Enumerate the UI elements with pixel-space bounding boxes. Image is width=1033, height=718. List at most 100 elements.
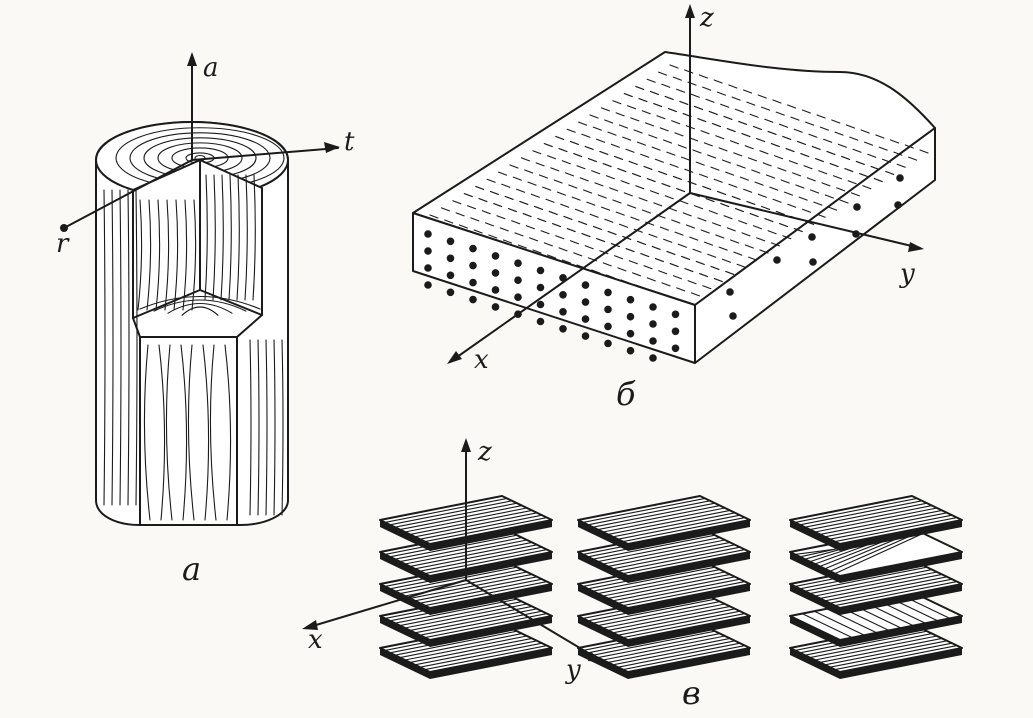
fiber-dash <box>458 224 468 229</box>
grain-line <box>173 199 179 311</box>
fiber-dash <box>669 64 679 69</box>
panel-b-caption: б <box>616 375 636 413</box>
ply-hatch <box>824 512 948 538</box>
ply-hatch <box>607 573 731 599</box>
fiber-end <box>469 244 477 253</box>
fiber-dash <box>767 130 777 135</box>
ply-hatch <box>617 642 741 668</box>
fiber-dash <box>756 237 766 242</box>
fiber-dash <box>770 242 780 247</box>
fiber-end <box>446 254 455 263</box>
fiber-dash <box>578 220 588 225</box>
fiber-dash <box>661 282 671 287</box>
fiber-dash <box>651 245 661 250</box>
grain-line <box>249 339 252 516</box>
notch-ring <box>139 295 261 310</box>
laminate-ply <box>789 591 963 647</box>
fiber-dash <box>759 249 769 254</box>
fiber-dash <box>530 193 540 198</box>
fiber-dash <box>749 113 759 118</box>
fiber-dash <box>881 158 891 163</box>
fiber-dash <box>594 182 604 187</box>
fiber-dash <box>700 229 710 234</box>
fiber-dash <box>821 182 831 187</box>
fiber-dash <box>850 192 860 197</box>
fiber-dash <box>801 208 811 213</box>
fiber-dash <box>511 220 521 225</box>
ply-hatch <box>409 637 533 663</box>
fiber-dash <box>747 157 758 162</box>
fiber-dash <box>708 110 718 115</box>
axis-label-x-c: x <box>308 625 323 655</box>
ply-hatch <box>384 497 508 523</box>
ply-hatch <box>612 576 736 602</box>
fiber-dash <box>641 110 651 115</box>
ply-edge <box>380 616 430 647</box>
grain-line <box>202 344 210 521</box>
fiber-dash <box>716 190 727 195</box>
ply-hatch <box>607 605 731 631</box>
fiber-dash <box>908 156 918 161</box>
ply-hatch <box>414 608 538 634</box>
ply-hatch <box>813 610 865 636</box>
fiber-dash <box>659 127 669 132</box>
fiber-dash <box>689 236 699 241</box>
fiber-dash <box>708 210 718 215</box>
ply-hatch <box>829 532 919 572</box>
ply-hatch <box>409 605 533 631</box>
fiber-dash <box>514 232 524 237</box>
ply-hatch <box>409 509 533 535</box>
ply-hatch <box>617 514 741 540</box>
fiber-dash <box>669 163 679 168</box>
fiber-dash <box>625 248 635 253</box>
grain-line <box>111 189 114 506</box>
axis-z-arrow-c <box>461 438 471 452</box>
ply-hatch <box>602 539 726 565</box>
ply-edge <box>628 616 750 647</box>
fiber-dash <box>533 205 544 210</box>
fiber-dash <box>783 191 794 196</box>
fiber-dash <box>728 183 738 188</box>
ply-edge <box>840 520 962 551</box>
fiber-dash <box>788 160 798 165</box>
ply-hatch <box>826 608 878 634</box>
fiber-dash <box>769 186 779 191</box>
grain-line <box>204 174 208 301</box>
ply-hatch <box>414 640 538 666</box>
fiber-end <box>424 281 432 289</box>
fiber-dash <box>600 206 611 211</box>
fiber-dash <box>666 151 676 156</box>
ply-hatch <box>597 537 721 563</box>
fiber-dash <box>816 114 826 119</box>
fiber-dash <box>548 210 558 215</box>
fiber-dash <box>684 168 694 173</box>
ply-edge <box>840 584 962 615</box>
ply-edge <box>628 520 750 551</box>
fiber-dash <box>713 178 723 183</box>
grain-line <box>165 344 173 521</box>
ply-hatch <box>617 546 741 572</box>
fiber-dash <box>738 220 748 225</box>
fiber-dash <box>633 129 643 134</box>
fiber-dash <box>787 203 797 208</box>
fiber-dash <box>641 209 651 214</box>
axis-y-arrow-c <box>588 652 604 662</box>
fiber-dash <box>568 184 578 189</box>
ply-hatch <box>617 578 741 604</box>
fiber-dash <box>542 186 552 191</box>
grain-line <box>224 344 232 521</box>
fiber-dash <box>679 200 689 205</box>
fiber-dash <box>664 95 674 100</box>
slab-right-face <box>694 127 936 364</box>
fiber-dash <box>713 79 723 84</box>
ply-hatch <box>612 544 736 570</box>
fiber-dash <box>780 179 790 184</box>
ply-edge <box>628 552 750 583</box>
fiber-dash <box>517 244 527 249</box>
fiber-dash <box>615 112 625 117</box>
ply-hatch <box>419 642 543 668</box>
fiber-dash <box>697 217 707 222</box>
fiber-dash <box>563 215 573 220</box>
fiber-dash <box>859 173 869 178</box>
fiber-dash <box>705 198 715 203</box>
